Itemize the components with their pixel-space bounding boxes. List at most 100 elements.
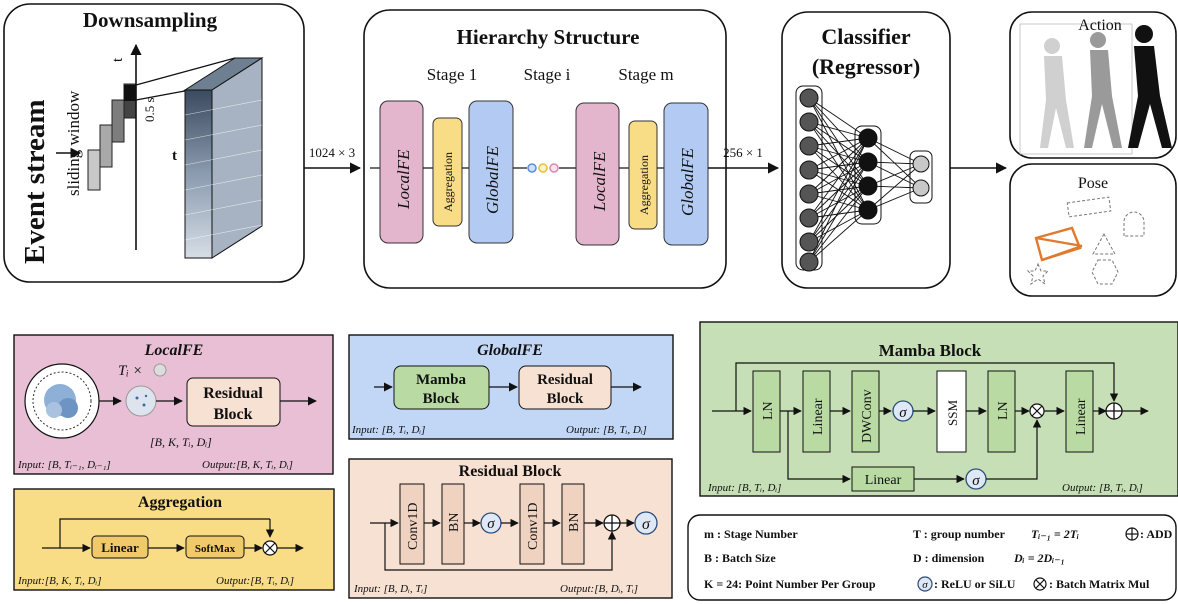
residual-output-label: Output:[B, Dᵢ, Tᵢ] bbox=[560, 583, 638, 595]
nn-node bbox=[912, 179, 930, 197]
nn-edge bbox=[808, 137, 869, 147]
legend-activation-icon bbox=[917, 576, 933, 592]
globalfe-mamba-line1: Mamba bbox=[416, 372, 466, 388]
residual-activation-label-1: σ bbox=[487, 516, 495, 532]
nn-node bbox=[912, 155, 930, 173]
pose-bounding-box bbox=[1034, 226, 1083, 262]
nn-node bbox=[799, 252, 819, 272]
aggregation-panel: Aggregation Linear SoftMax Input:[B, K, … bbox=[13, 488, 335, 591]
nn-edge bbox=[808, 137, 869, 263]
stage-1-globalfe-label: GlobalFE bbox=[483, 145, 502, 214]
localfe-panel-title: LocalFE bbox=[144, 342, 204, 359]
nn-edge bbox=[867, 187, 922, 211]
legend-activation-symbol: σ bbox=[922, 579, 928, 591]
localfe-residual-block bbox=[186, 377, 281, 427]
stage-m-localfe-label: LocalFE bbox=[590, 151, 609, 212]
window-step-2 bbox=[99, 124, 113, 168]
residual-panel: Residual Block Conv1D BN σ Conv1D BN σ I… bbox=[348, 458, 673, 599]
legend-d-label: D : dimension bbox=[913, 551, 985, 565]
residual-panel-title: Residual Block bbox=[459, 463, 562, 480]
globalfe-input-label: Input: [B, Tᵢ, Dᵢ] bbox=[351, 424, 425, 436]
nn-edge bbox=[808, 185, 869, 243]
legend-matmul-icon bbox=[1033, 577, 1047, 591]
stage-1-globalfe-block bbox=[468, 100, 514, 244]
time-axis-label: t bbox=[110, 57, 126, 62]
walking-figure-dark bbox=[1128, 25, 1172, 148]
nn-edge bbox=[808, 97, 869, 139]
residual-bn-label-2: BN bbox=[567, 513, 582, 532]
mamba-ssm-block bbox=[936, 370, 967, 453]
legend-relu: : ReLU or SiLU bbox=[934, 577, 1016, 591]
hierarchy-title: Hierarchy Structure bbox=[457, 25, 640, 49]
group-multiplier: Tᵢ × bbox=[118, 363, 143, 379]
residual-bn-block-2 bbox=[561, 483, 585, 565]
stage-m-aggregation-label: Aggregation bbox=[637, 155, 651, 215]
localfe-input-label: Input: [B, Tᵢ₋₁, Dᵢ₋₁] bbox=[17, 459, 111, 471]
localfe-panel: LocalFE Tᵢ × Residual Block [B, K, Tᵢ, D… bbox=[13, 334, 334, 475]
globalfe-panel: GlobalFE Mamba Block Residual Block Inpu… bbox=[348, 334, 674, 440]
nn-node bbox=[799, 136, 819, 156]
pose-title: Pose bbox=[1078, 175, 1108, 192]
globalfe-mamba-line2: Block bbox=[423, 391, 460, 407]
localfe-residual-line1: Residual bbox=[203, 385, 263, 402]
aggregation-softmax-label: SoftMax bbox=[195, 543, 236, 555]
nn-edge bbox=[808, 121, 869, 139]
nn-edge bbox=[867, 163, 922, 187]
regressor-title: (Regressor) bbox=[812, 54, 920, 79]
nn-node bbox=[799, 184, 819, 204]
nn-node bbox=[799, 208, 819, 228]
residual-activation-label-2: σ bbox=[642, 516, 651, 533]
nn-edge bbox=[808, 137, 869, 195]
classifier-title: Classifier bbox=[821, 24, 910, 49]
mamba-linear-label-1: Linear bbox=[811, 398, 826, 435]
point-cloud-sphere bbox=[24, 363, 100, 439]
residual-activation-icon-2 bbox=[634, 511, 658, 535]
residual-input-label: Input: [B, Dᵢ, Tᵢ] bbox=[353, 583, 427, 595]
mamba-matmul-icon bbox=[1029, 403, 1045, 419]
pose-shapes bbox=[1026, 196, 1145, 286]
stage-m-label: Stage m bbox=[618, 65, 673, 84]
globalfe-panel-title: GlobalFE bbox=[477, 342, 543, 359]
input-size-label: 1024 × 3 bbox=[309, 145, 355, 160]
nn-node bbox=[858, 128, 878, 148]
globalfe-output-label: Output: [B, Tᵢ, Dᵢ] bbox=[566, 424, 647, 436]
residual-conv1d-label-1: Conv1D bbox=[406, 503, 421, 550]
residual-conv1d-block-2 bbox=[519, 483, 545, 565]
stage-i-label: Stage i bbox=[524, 65, 571, 84]
nn-node bbox=[799, 232, 819, 252]
mamba-output-label: Output: [B, Tᵢ, Dᵢ] bbox=[1062, 482, 1143, 494]
downsampling-panel: Downsampling Event stream sliding window… bbox=[3, 3, 305, 283]
stage-1-localfe-block bbox=[379, 100, 424, 244]
ellipsis-dot-yellow bbox=[538, 163, 548, 173]
nn-node bbox=[858, 176, 878, 196]
nn-node bbox=[858, 200, 878, 220]
residual-bn-block-1 bbox=[441, 483, 465, 565]
globalfe-residual-line2: Block bbox=[547, 391, 584, 407]
localfe-shape-label: [B, K, Tᵢ, Dᵢ] bbox=[150, 435, 212, 449]
pose-panel: Pose bbox=[1009, 163, 1177, 297]
downsampling-title: Downsampling bbox=[83, 8, 218, 32]
aggregation-linear-block bbox=[91, 535, 149, 559]
aggregation-output-label: Output:[B, Tᵢ, Dᵢ] bbox=[216, 575, 294, 587]
mamba-ssm-label: SSM bbox=[945, 400, 960, 426]
ellipsis-dot-blue bbox=[527, 163, 537, 173]
nn-node bbox=[799, 160, 819, 180]
classifier-panel: Classifier (Regressor) bbox=[781, 11, 951, 289]
globalfe-residual-line1: Residual bbox=[537, 372, 593, 388]
walking-figure-light bbox=[1040, 38, 1074, 148]
mamba-input-label: Input: [B, Tᵢ, Dᵢ] bbox=[707, 482, 781, 494]
mamba-linear-bottom-block bbox=[851, 466, 915, 492]
mamba-dwconv-label: DWConv bbox=[860, 389, 875, 443]
sliding-window-label: sliding window bbox=[64, 90, 83, 196]
mamba-ln-label-1: LN bbox=[761, 401, 776, 420]
nn-edge bbox=[808, 137, 869, 243]
nn-edge bbox=[867, 137, 922, 165]
stage-1-aggregation-block bbox=[432, 117, 463, 227]
nn-edge bbox=[808, 209, 869, 243]
window-step-1 bbox=[87, 149, 101, 191]
mamba-dwconv-block bbox=[851, 370, 880, 453]
hierarchy-panel: Hierarchy Structure Stage 1 Stage i Stag… bbox=[363, 9, 727, 289]
nn-edge bbox=[808, 185, 869, 263]
residual-conv1d-label-2: Conv1D bbox=[526, 503, 541, 550]
